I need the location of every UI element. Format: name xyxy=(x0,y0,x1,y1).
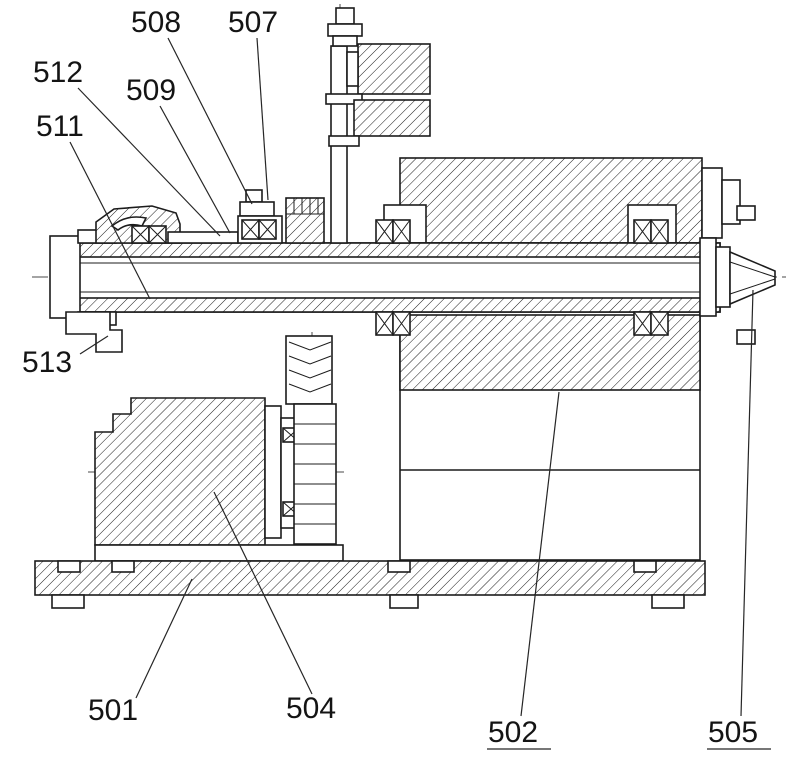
base-plate xyxy=(34,560,706,609)
cover-plate xyxy=(167,231,239,244)
ref-label-502: 502 xyxy=(487,391,560,750)
ref-text-505: 505 xyxy=(708,716,758,749)
bearing-cap-assembly xyxy=(237,189,283,244)
spindle-shaft xyxy=(57,242,721,313)
ref-label-501: 501 xyxy=(88,578,193,727)
belt-pulley-stack xyxy=(285,335,337,545)
ref-text-509: 509 xyxy=(126,74,176,107)
ref-label-512: 512 xyxy=(33,56,221,237)
headstock-block xyxy=(383,157,741,244)
ref-text-502: 502 xyxy=(488,716,538,749)
bearing-left xyxy=(131,225,167,244)
ref-text-501: 501 xyxy=(88,694,138,727)
ref-text-512: 512 xyxy=(33,56,83,89)
ref-text-513: 513 xyxy=(22,346,72,379)
tailstock-cone xyxy=(699,205,776,345)
ref-label-513: 513 xyxy=(22,335,109,379)
bearing-bottom-a xyxy=(375,311,411,336)
ref-text-508: 508 xyxy=(131,6,181,39)
ref-label-504: 504 xyxy=(213,491,336,725)
ref-text-507: 507 xyxy=(228,6,278,39)
vertical-drive-assembly xyxy=(325,7,431,244)
ref-text-511: 511 xyxy=(36,110,84,143)
ref-label-507: 507 xyxy=(228,6,278,201)
ref-label-508: 508 xyxy=(131,6,253,205)
bearing-top-a xyxy=(375,219,411,244)
foot-middle xyxy=(389,594,419,609)
ref-label-511: 511 xyxy=(36,110,151,300)
spline-collar xyxy=(285,197,325,244)
ref-text-504: 504 xyxy=(286,692,336,725)
motor-mount-plate xyxy=(94,544,344,562)
bearing-bottom-b xyxy=(633,311,669,336)
ref-label-509: 509 xyxy=(126,74,231,234)
front-flange xyxy=(65,311,123,353)
foot-right xyxy=(651,594,685,609)
motor-body xyxy=(94,397,302,546)
bearing-top-b xyxy=(633,219,669,244)
ref-labels: 508 507 512 509 511 513 501 504 xyxy=(22,6,771,750)
foot-left xyxy=(51,594,85,609)
ref-label-505: 505 xyxy=(707,289,771,750)
